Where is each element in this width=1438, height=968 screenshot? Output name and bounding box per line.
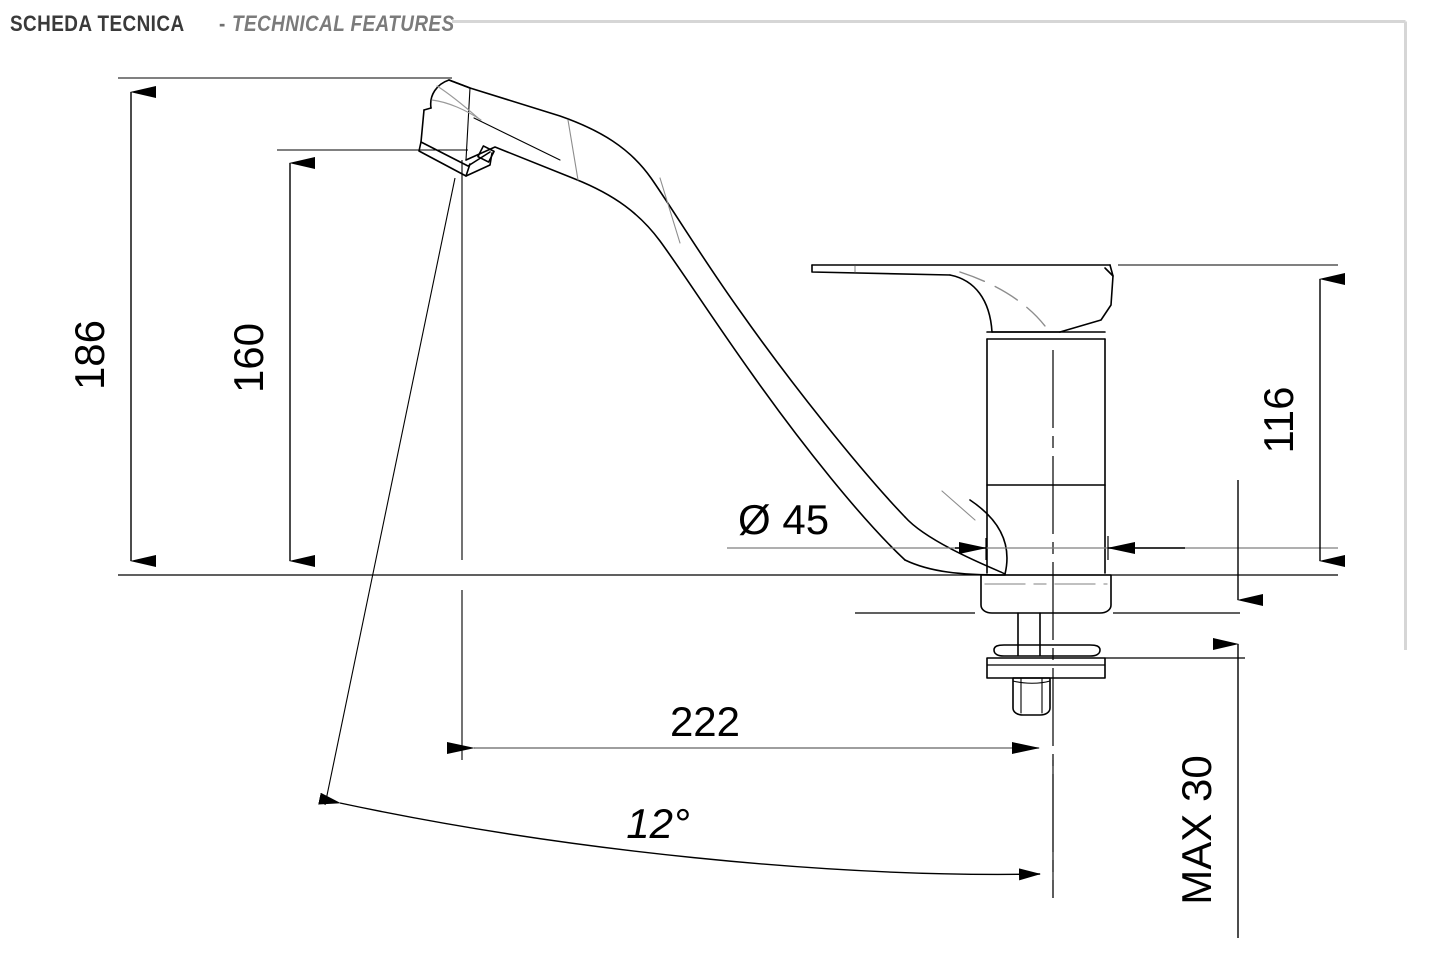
title-separator: -: [218, 11, 226, 36]
page-header: SCHEDA TECNICA - TECHNICAL FEATURES: [0, 0, 1438, 48]
mounting-plate: [986, 657, 1106, 679]
tip-section-line: [465, 87, 471, 161]
dimension-222: 222: [447, 698, 1040, 754]
tip-edge-top: [448, 79, 471, 89]
dimension-angle-12: 12°: [318, 792, 1041, 881]
dimension-label-116: 116: [1255, 387, 1302, 454]
page-border-frame: [452, 20, 1407, 650]
lever-sweep-line: [959, 271, 1049, 331]
dimension-186: 186: [66, 86, 156, 567]
aerator-ring: [418, 141, 471, 177]
spout-section-line-2: [659, 177, 681, 244]
spout-section-line-1: [567, 119, 579, 181]
spout-nose-upper: [904, 516, 1006, 575]
page-title-italian: SCHEDA TECNICA: [10, 11, 185, 36]
lever-front-tip: [811, 264, 951, 276]
tip-edge-left: [423, 107, 432, 111]
spout-highlight-2: [431, 99, 482, 121]
reference-lines: [118, 574, 1338, 659]
dimension-diameter-45: Ø 45: [727, 496, 1338, 560]
dimension-label-max30: MAX 30: [1173, 755, 1220, 904]
mounting-washer: [993, 644, 1101, 657]
spout-section-line-3: [941, 490, 976, 521]
dimension-label-222: 222: [670, 698, 740, 745]
faucet-outline: [418, 79, 1114, 716]
page-title-english: TECHNICAL FEATURES: [232, 11, 455, 36]
dimension-label-186: 186: [66, 320, 113, 390]
dimension-max-30: MAX 30: [1173, 480, 1263, 938]
lever-rear-edge: [1109, 264, 1114, 277]
dimension-116: 116: [1255, 273, 1345, 567]
dimension-160: 160: [225, 157, 315, 567]
lever-underside-curve: [949, 274, 993, 333]
dimension-label-160: 160: [225, 323, 272, 393]
dimension-arc-12deg: [318, 792, 1041, 881]
tip-inner-edge: [473, 117, 561, 161]
lever-rear-body: [1059, 267, 1114, 333]
spout-tip-face: [420, 109, 491, 167]
dimension-label-d45: Ø 45: [738, 496, 829, 543]
aerator-detail: [477, 145, 495, 163]
spout-upper-outline: [429, 79, 906, 518]
spout-nose-curve: [969, 499, 1008, 575]
angle-construction-line: [324, 177, 456, 806]
spout-highlight: [436, 85, 479, 119]
dimension-label-12deg: 12°: [626, 800, 690, 847]
extension-lines: [118, 77, 1338, 898]
base-escutcheon: [980, 574, 1112, 614]
spout-lower-outline: [465, 146, 906, 561]
hex-nut-top-chamfer: [1012, 680, 1051, 684]
hex-nut: [1012, 677, 1051, 716]
